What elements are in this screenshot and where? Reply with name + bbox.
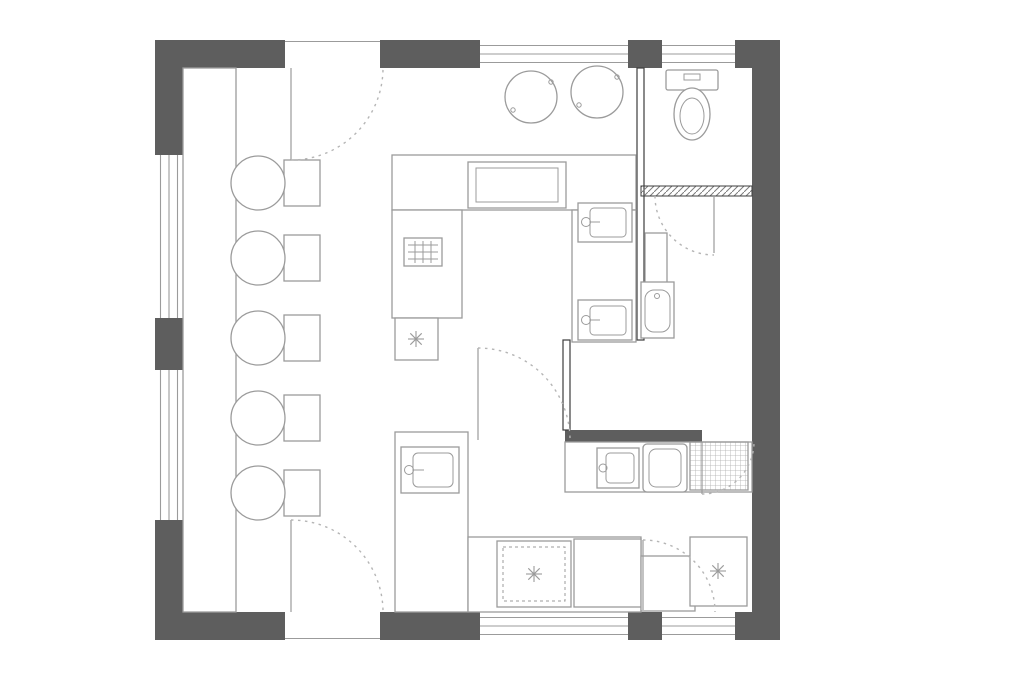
bar-stool xyxy=(230,155,286,211)
wall-segment xyxy=(155,612,285,640)
faucet-icon xyxy=(654,293,660,299)
storage-fan-unit xyxy=(689,536,748,607)
door xyxy=(701,441,755,495)
side-table xyxy=(283,469,321,517)
door xyxy=(477,347,571,441)
wall-segment xyxy=(155,318,183,370)
floor-unit-fan xyxy=(394,317,439,361)
window xyxy=(662,616,735,636)
wall-segment xyxy=(380,40,480,68)
sink xyxy=(577,299,633,341)
bar-seat xyxy=(230,310,321,366)
bar-seat xyxy=(230,390,321,446)
window xyxy=(159,155,179,318)
appliance xyxy=(573,538,642,608)
door-swing-arc xyxy=(477,347,571,441)
door-swing-arc xyxy=(290,67,384,161)
sink xyxy=(400,446,460,494)
oven-fan-unit xyxy=(496,540,572,608)
side-table xyxy=(283,314,321,362)
interior-walls xyxy=(562,67,753,442)
bar-seat xyxy=(230,230,321,286)
wc-room xyxy=(665,69,719,141)
round-table xyxy=(570,65,624,119)
side-table xyxy=(283,394,321,442)
dishwasher xyxy=(689,441,749,491)
door xyxy=(290,67,384,161)
bar-counter xyxy=(182,67,237,613)
wash-basin xyxy=(640,281,675,339)
scullery xyxy=(564,441,753,493)
kitchen xyxy=(391,154,637,361)
partition-wall-hatched xyxy=(640,185,753,197)
wall-segment xyxy=(628,40,662,68)
bar-stool xyxy=(230,465,286,521)
wall-segment xyxy=(752,40,780,640)
sink xyxy=(596,447,640,489)
keypad xyxy=(403,237,443,267)
lower-counters xyxy=(394,431,748,613)
window xyxy=(662,44,735,64)
side-table xyxy=(283,234,321,282)
round-table xyxy=(504,70,558,124)
partition-wall xyxy=(562,339,571,431)
bar-stool xyxy=(230,310,286,366)
door-swing-arc xyxy=(642,539,716,613)
hall-fixtures xyxy=(640,232,675,339)
bar-stool xyxy=(230,230,286,286)
door xyxy=(654,195,715,256)
side-table xyxy=(283,159,321,207)
bar-stool xyxy=(230,390,286,446)
range xyxy=(467,161,567,209)
window xyxy=(480,616,628,636)
bar-area xyxy=(182,67,321,613)
door xyxy=(642,539,716,613)
wall-segment xyxy=(155,40,183,155)
wall-segment xyxy=(380,612,480,640)
wall-segment xyxy=(628,612,662,640)
wash-basin xyxy=(642,443,688,493)
door xyxy=(290,519,384,613)
bar-seat xyxy=(230,465,321,521)
sink xyxy=(577,202,633,243)
exterior-walls xyxy=(155,40,780,640)
door-swing-arc xyxy=(701,441,755,495)
windows xyxy=(159,41,735,639)
toilet xyxy=(665,69,719,141)
dining-tables xyxy=(504,65,624,124)
door-swing-arc xyxy=(290,519,384,613)
storage-unit xyxy=(640,555,696,612)
bar-seat xyxy=(230,155,321,211)
partition-wall xyxy=(636,67,645,341)
window xyxy=(480,44,628,64)
doors xyxy=(290,67,755,613)
window xyxy=(159,370,179,520)
partition-wall xyxy=(565,430,702,442)
faucet-icon xyxy=(598,463,608,473)
